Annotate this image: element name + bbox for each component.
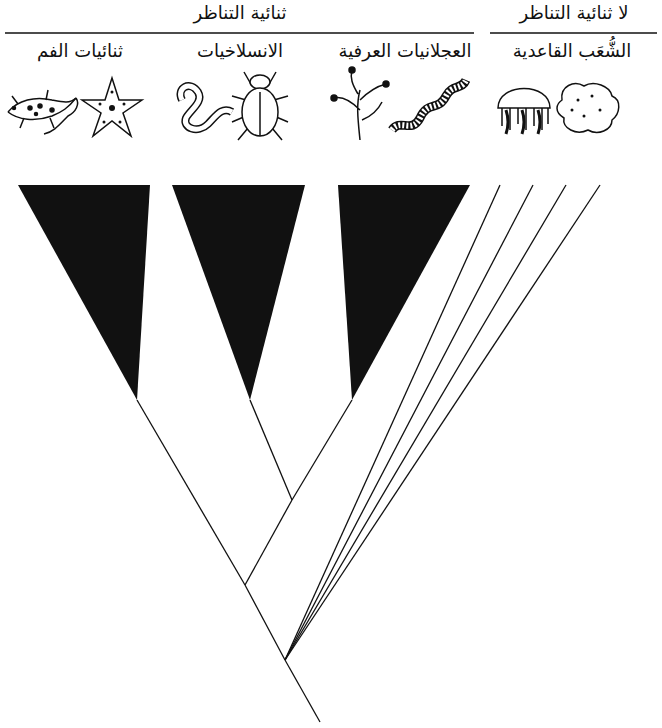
clade-label: العجلانيات العرفية	[339, 40, 472, 62]
lizard-icon	[8, 90, 78, 134]
clade-triangle	[18, 185, 150, 400]
group-bracket	[5, 32, 474, 34]
clade-label: ثنائيات الفم	[37, 40, 123, 62]
beetle-icon	[232, 72, 288, 140]
snake-icon	[181, 86, 232, 129]
group-bracket	[490, 32, 657, 34]
worm-icon	[392, 80, 466, 130]
group-heading: لا ثنائية التناظر	[520, 2, 629, 24]
tree-branches	[137, 185, 600, 722]
sponge-icon	[557, 84, 619, 133]
clade-triangle	[338, 185, 470, 400]
group-heading: ثنائية التناظر	[194, 2, 287, 24]
clade-label: الشُّعَب القاعدية	[513, 40, 632, 62]
clade-label: الانسلاخيات	[197, 40, 283, 62]
clade-triangle	[172, 185, 305, 400]
plant-icon	[331, 67, 389, 140]
jellyfish-icon	[498, 89, 550, 135]
starfish-icon	[82, 78, 142, 136]
